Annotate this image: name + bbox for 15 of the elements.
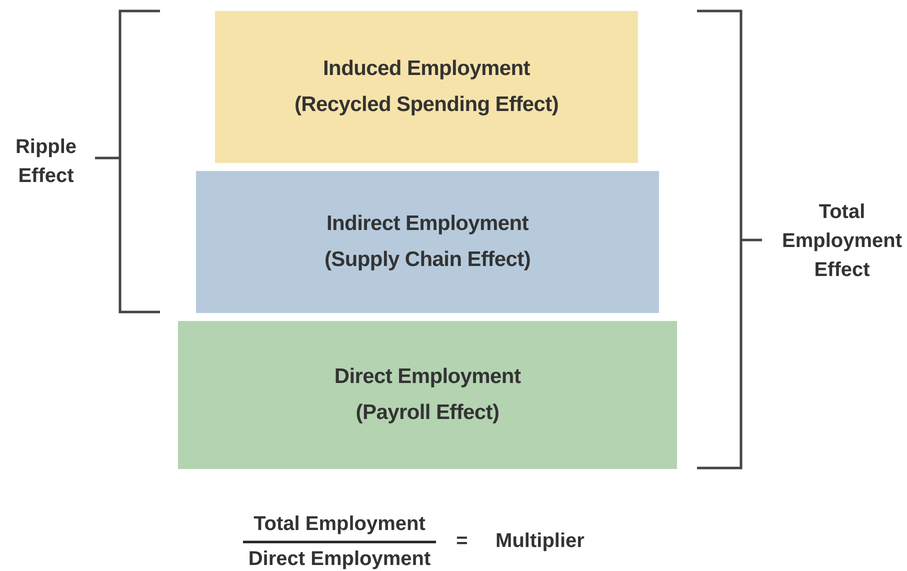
- box-subtitle: (Recycled Spending Effect): [294, 92, 559, 118]
- bracket-label: Total Employment Effect: [780, 200, 904, 283]
- layer-box: [215, 11, 638, 163]
- box-subtitle: (Supply Chain Effect): [324, 247, 531, 273]
- bracket-label: Ripple Effect: [14, 135, 78, 189]
- numerator-label: Total Employment: [252, 512, 426, 537]
- layer-box: [178, 321, 677, 469]
- result-label: Multiplier: [494, 529, 586, 554]
- layer-box: [196, 171, 659, 313]
- box-title: Direct Employment: [334, 364, 521, 390]
- box-title: Indirect Employment: [326, 211, 528, 237]
- equals-sign: =: [455, 529, 469, 554]
- box-subtitle: (Payroll Effect): [356, 400, 500, 426]
- denominator-label: Direct Employment: [247, 547, 432, 571]
- box-title: Induced Employment: [323, 56, 530, 82]
